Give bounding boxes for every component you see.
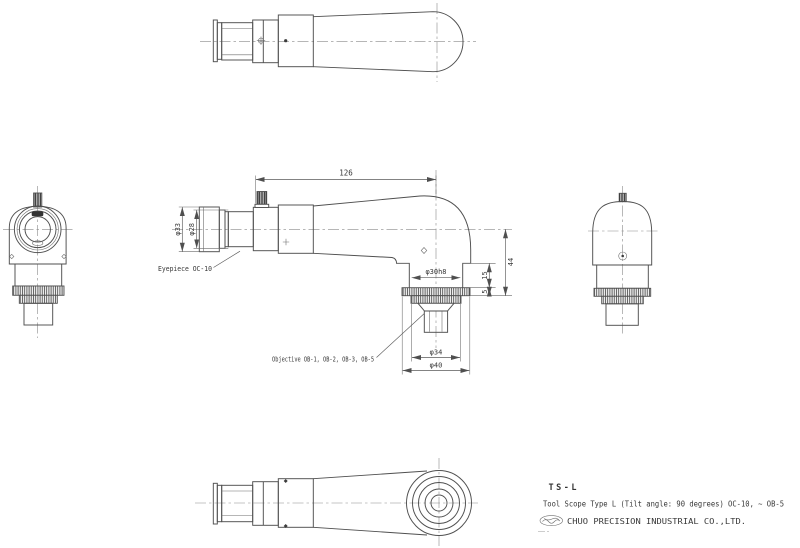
diamond-marker-icon — [420, 247, 428, 254]
mount-block — [14, 263, 63, 287]
prism-housing — [277, 14, 314, 68]
dim-text: 126 — [339, 169, 353, 178]
eyepiece-sleeve — [252, 19, 279, 64]
elbow-dome-outline — [592, 201, 653, 266]
dim-text: φ28 — [188, 223, 196, 236]
screw-hole-crosshair-icon — [256, 36, 266, 45]
dim-axis-height: 44 — [503, 229, 515, 296]
prism-housing — [277, 204, 314, 254]
bottom-view — [195, 458, 478, 546]
objective-barrel — [605, 303, 639, 326]
body-tube-inner — [313, 252, 410, 288]
screw-dot-icon — [283, 479, 288, 483]
dim-text: φ30h8 — [425, 268, 446, 276]
title-block: TS-L Tool Scope Type L (Tilt angle: 90 d… — [538, 483, 784, 532]
prism-housing — [277, 478, 314, 528]
objective-circle — [406, 470, 472, 536]
eyecup-flange — [212, 482, 218, 525]
description-text: Tool Scope Type L (Tilt angle: 90 degree… — [543, 500, 784, 509]
diamond-marker-icon — [61, 253, 67, 260]
dim-overall-length: 126 — [255, 169, 437, 204]
objective-cone — [416, 302, 456, 312]
right-side-view — [588, 186, 660, 336]
knurled-ring — [410, 295, 462, 304]
knurled-ring — [18, 294, 58, 304]
top-view — [200, 3, 476, 82]
knurled-flange — [12, 285, 65, 296]
objective-barrel — [23, 302, 54, 326]
dim-eyecup-diameter: φ33 — [174, 206, 200, 252]
dim-objective-flange-diameter: φ40 — [401, 296, 471, 375]
screw-dot-icon — [283, 524, 288, 528]
dim-text: φ33 — [174, 223, 182, 236]
eyecup-groove — [216, 22, 223, 60]
eyepiece-ring-mid — [16, 208, 59, 251]
body-tube-outline — [313, 11, 464, 73]
left-side-view — [3, 186, 73, 338]
dim-text: φ40 — [430, 362, 443, 370]
objective-label: Objective OB-1, OB-2, OB-3, OB-5 — [272, 313, 425, 363]
company-text: CHUO PRECISION INDUSTRIAL CO.,LTD. — [567, 517, 746, 526]
dim-shoulder-height: 15 — [462, 263, 496, 288]
label-text: Eyepiece OC-10 — [158, 265, 212, 273]
set-screw-icon — [618, 192, 627, 203]
eyecup-flange — [212, 19, 218, 63]
model-text: TS-L — [549, 483, 579, 493]
body-tube-outer — [313, 195, 472, 288]
eyepiece-ring-inner — [18, 210, 57, 249]
dim-text: φ34 — [430, 349, 443, 357]
dim-text: 15 — [481, 271, 489, 279]
objective-barrel — [423, 310, 449, 333]
eyepiece-ring-outer — [13, 205, 62, 254]
clamp-knob-icon — [33, 192, 43, 208]
objective-circle — [424, 488, 454, 518]
surface-lines — [221, 490, 253, 516]
cross-marker-icon — [282, 238, 290, 246]
dim-eyepiece-tube-diameter: φ28 — [188, 209, 229, 249]
knurled-flange — [401, 287, 471, 297]
objective-lens — [430, 494, 448, 512]
screw-center-dot-icon — [621, 254, 624, 258]
eyepiece-sleeve — [252, 481, 279, 526]
screw-dot-icon — [284, 39, 288, 43]
clamp-screw-base — [254, 203, 270, 208]
dim-text: 5 — [481, 290, 489, 294]
screw-head-icon — [618, 251, 628, 261]
objective-circle — [418, 482, 460, 524]
label-text: Objective OB-1, OB-2, OB-3, OB-5 — [272, 355, 374, 363]
eyepiece-bore — [24, 216, 51, 243]
surface-lines — [221, 28, 253, 56]
eyepiece-label: Eyepiece OC-10 — [158, 250, 241, 273]
objective-circle — [412, 476, 466, 530]
knurled-flange — [593, 287, 652, 297]
knurled-ring — [601, 295, 644, 305]
dim-objective-ring-diameter: φ34 — [411, 304, 461, 362]
dim-mount-diameter: φ30h8 — [411, 268, 461, 281]
leader-line — [213, 250, 241, 268]
front-view: 126 φ33 φ28 φ30h8 15 5 — [158, 169, 515, 375]
leader-line — [376, 313, 425, 358]
index-window — [32, 240, 44, 246]
dim-text: 44 — [507, 258, 515, 266]
body-taper-top — [313, 470, 428, 480]
eyecup-groove — [216, 484, 223, 523]
clamp-screw-icon — [256, 191, 268, 205]
barrel-surface-lines — [429, 311, 443, 332]
eyepiece-marking — [31, 211, 44, 217]
diamond-marker-icon — [9, 253, 15, 260]
company-logo-icon — [539, 515, 563, 526]
body-taper-bottom — [313, 526, 428, 536]
